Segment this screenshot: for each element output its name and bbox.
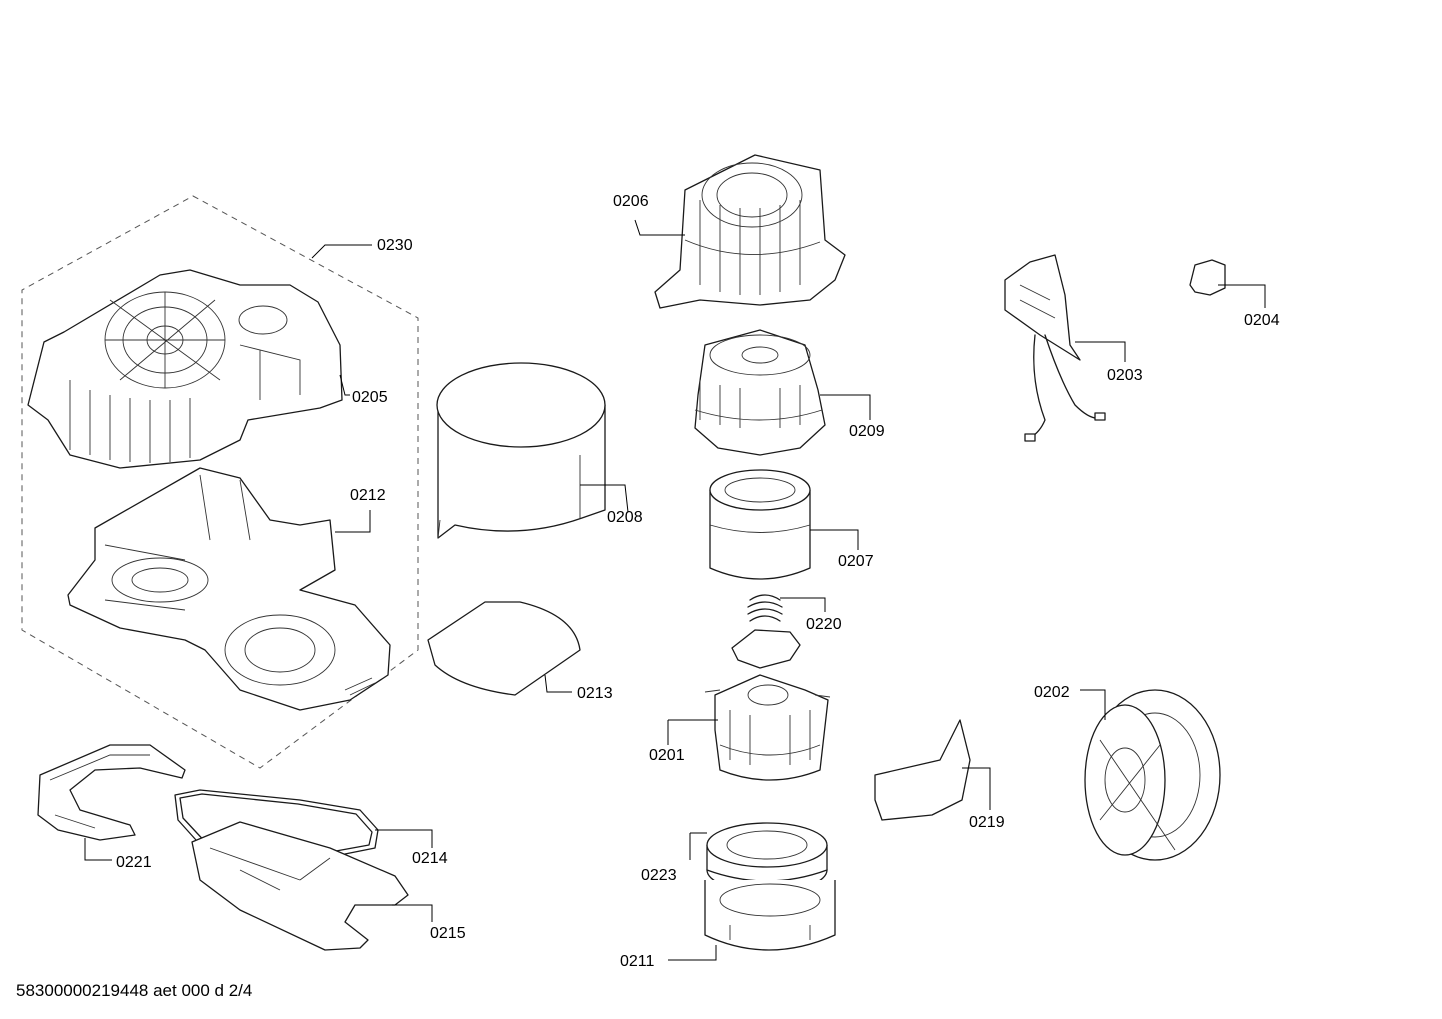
- label-0219: 0219: [969, 814, 1005, 831]
- label-0213: 0213: [577, 685, 613, 702]
- part-0201-motor: [704, 674, 831, 781]
- part-0221-bracket: [37, 744, 186, 841]
- assembly-0230-outline: [21, 195, 419, 769]
- label-0214: 0214: [412, 850, 448, 867]
- label-0202: 0202: [1034, 684, 1070, 701]
- part-0205-upper-housing: [27, 269, 343, 469]
- label-0215: 0215: [430, 925, 466, 942]
- part-0207-motor-filter: [709, 469, 811, 580]
- leader-lines: [84, 219, 1266, 961]
- part-star-plate: [731, 629, 801, 669]
- part-0208-filter-sleeve: [436, 362, 606, 539]
- label-0221: 0221: [116, 854, 152, 871]
- label-0204: 0204: [1244, 312, 1280, 329]
- part-0220-spring: [747, 594, 783, 622]
- part-0215-tray: [191, 821, 409, 951]
- part-0219-curved-panel: [874, 719, 971, 821]
- part-0204-connector: [1189, 259, 1226, 296]
- label-0230: 0230: [377, 237, 413, 254]
- label-0220: 0220: [806, 616, 842, 633]
- label-0203: 0203: [1107, 367, 1143, 384]
- label-0223: 0223: [641, 867, 677, 884]
- part-labels: 0230 0205 0212 0208 0213 0221 0214 0215 …: [116, 193, 1280, 970]
- label-0205: 0205: [352, 389, 388, 406]
- part-0203-circuit-board: [1004, 254, 1106, 442]
- drawing-reference-number: 58300000219448 aet 000 d 2/4: [16, 981, 253, 1000]
- part-0212-lower-housing: [67, 467, 391, 711]
- part-0211-base: [704, 880, 836, 951]
- label-0208: 0208: [607, 509, 643, 526]
- label-0212: 0212: [350, 487, 386, 504]
- part-0213-filter-pad: [427, 601, 581, 696]
- label-0201: 0201: [649, 747, 685, 764]
- label-0207: 0207: [838, 553, 874, 570]
- part-0202-cable-reel: [1084, 689, 1221, 861]
- label-0209: 0209: [849, 423, 885, 440]
- label-0206: 0206: [613, 193, 649, 210]
- part-0206-motor-cover: [654, 154, 846, 309]
- part-0209-motor-upper: [694, 329, 826, 456]
- label-0211: 0211: [620, 953, 655, 970]
